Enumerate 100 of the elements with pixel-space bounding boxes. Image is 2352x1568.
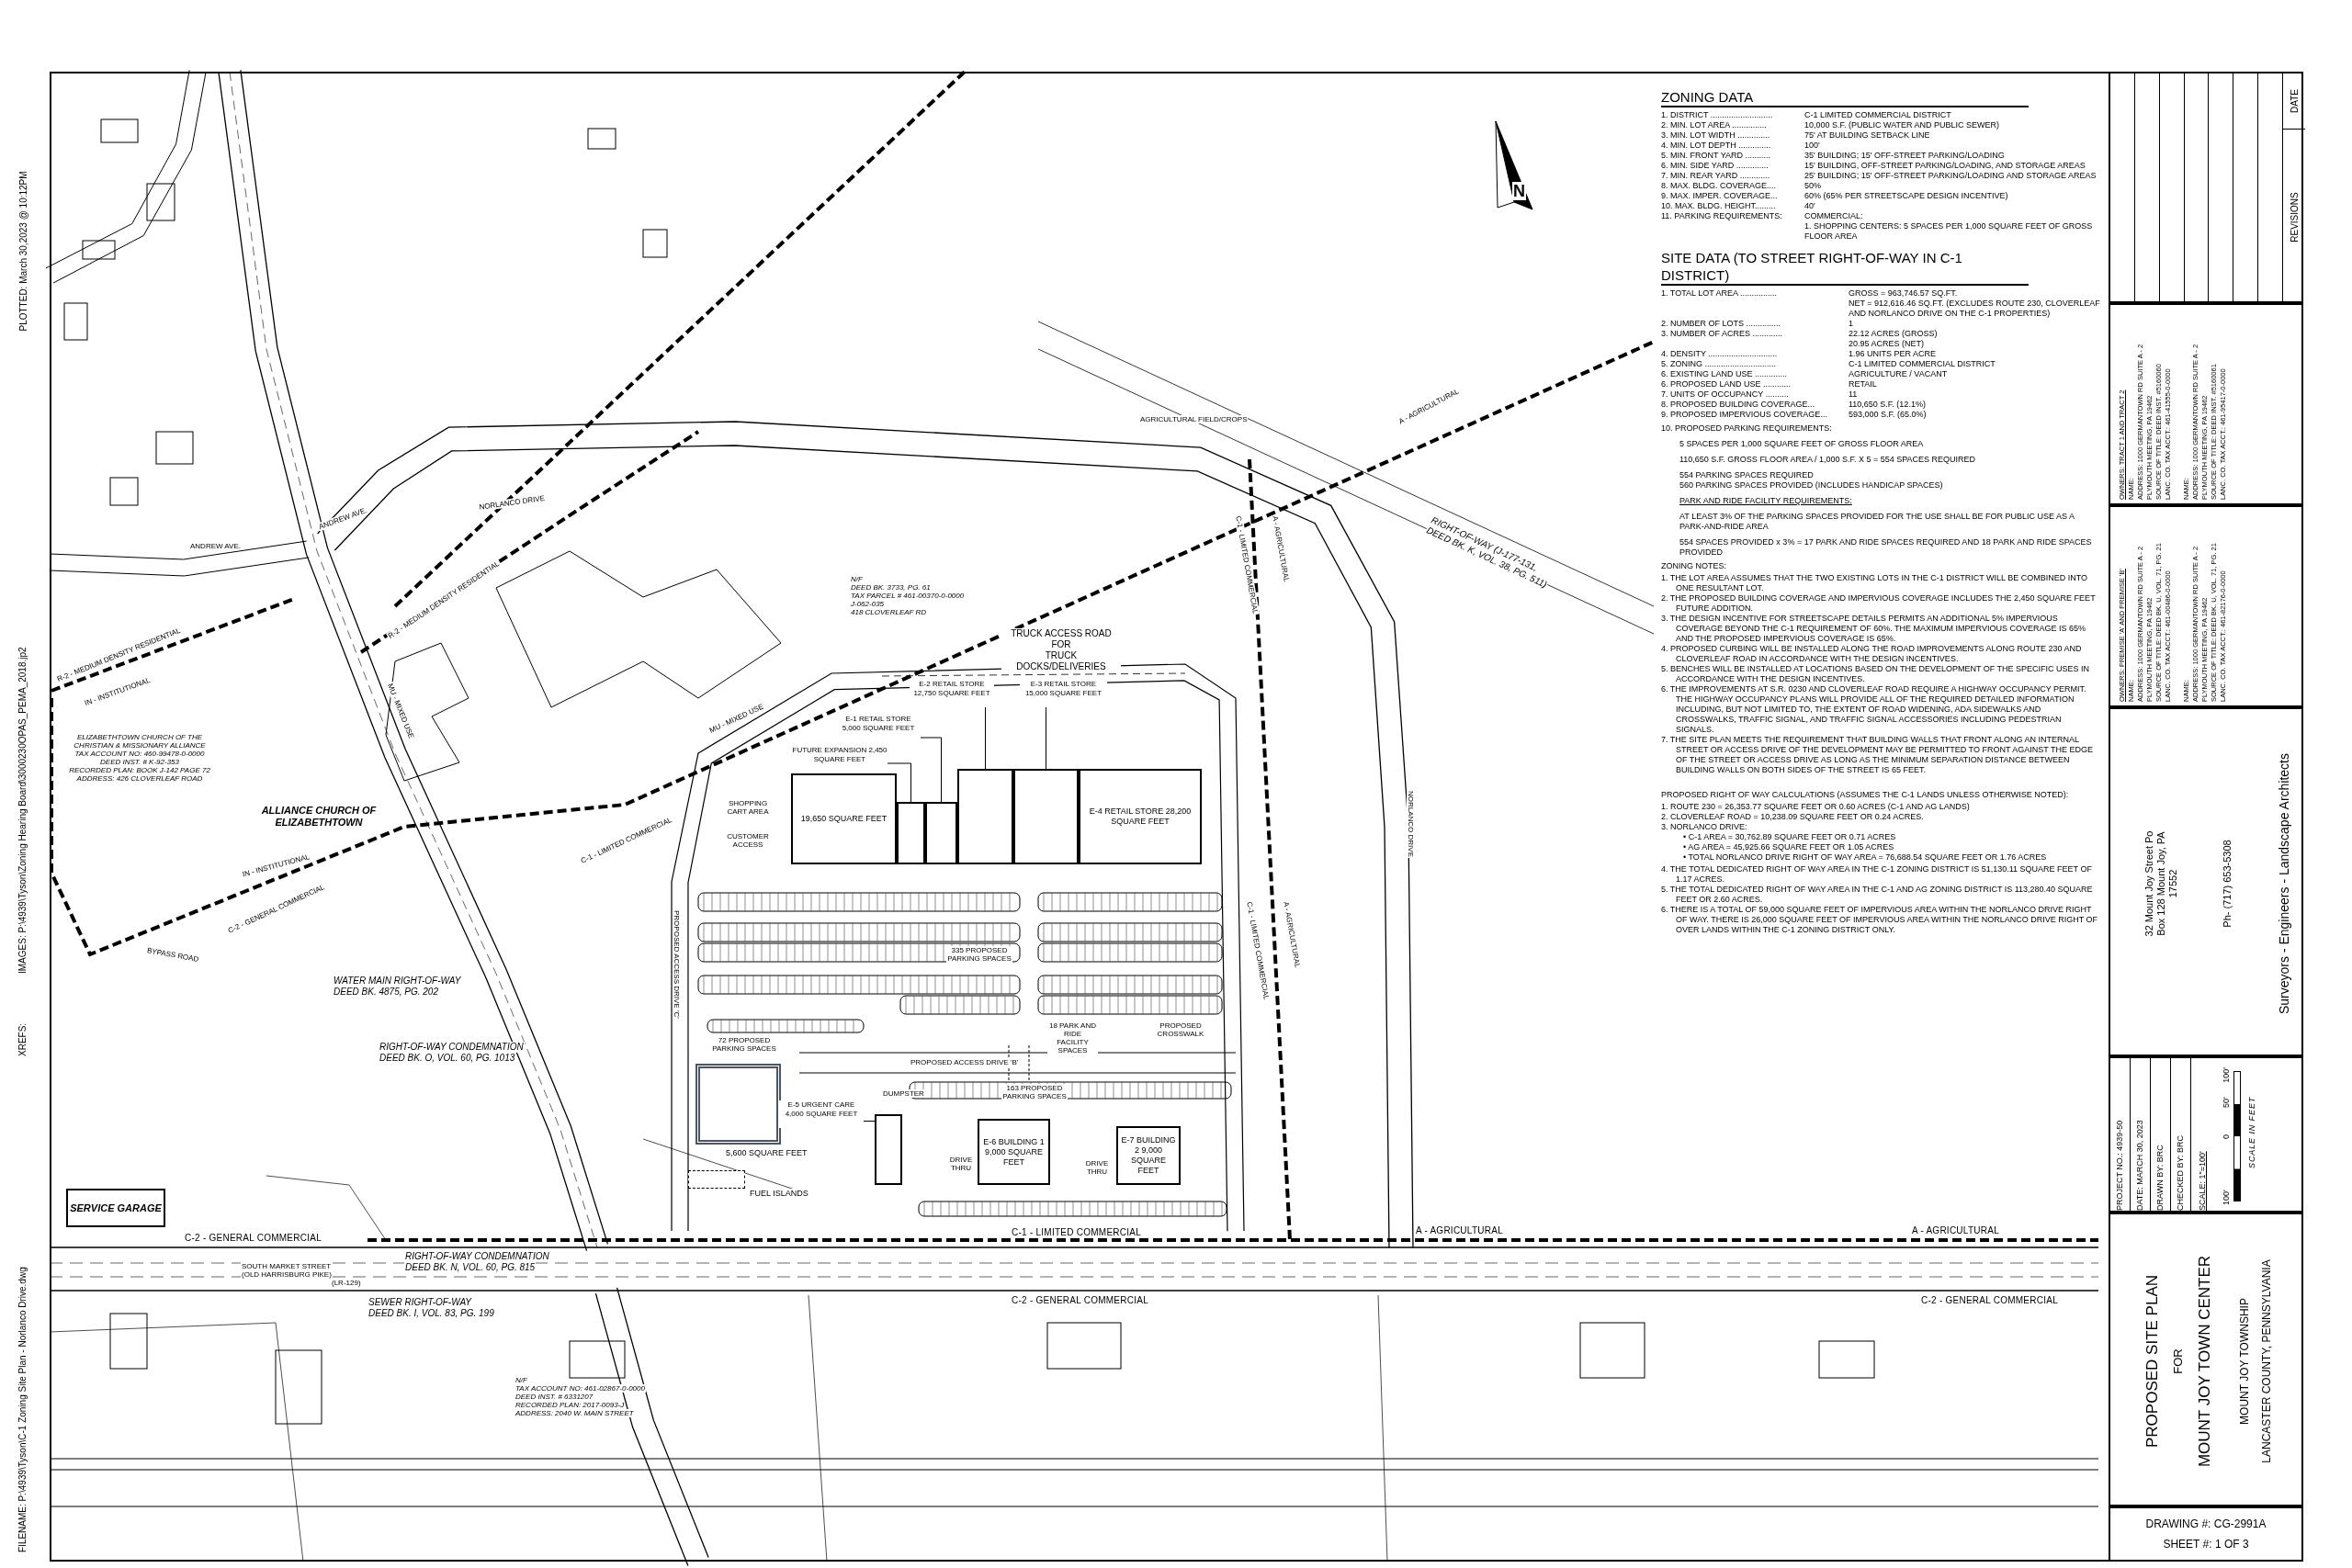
area-label: 5,600 SQUARE FEET [726,1148,808,1157]
project-info: SCALE: 1"=100' [2197,1151,2209,1211]
property-note: N/F [514,1376,528,1384]
project-info: CHECKED BY: BRC [2174,1134,2186,1211]
drawing-title: PROPOSED SITE PLAN [2142,1275,2162,1448]
data-field-label: 6. MIN. SIDE YARD .............. [1661,161,1770,171]
data-field-value: 35' BUILDING; 15' OFF-STREET PARKING/LOADING [1804,151,2006,161]
data-field-value: 1. SHOPPING CENTERS: 5 SPACES PER 1,000 SQUARE FEET OF GROSS FLOOR AREA [1804,221,2094,242]
scale-caption: SCALE IN FEET [2246,1096,2257,1168]
property-note: ADDRESS: 426 CLOVERLEAF ROAD [75,774,204,783]
file-info: PLOTTED: March 30,2023 @ 10:12PM [17,169,29,331]
zoning-district-label: C-2 - GENERAL COMMERCIAL [1011,1295,1149,1306]
north-label: N [1512,182,1526,200]
easement-note: DEED BK. 4875, PG. 202 [333,987,439,998]
leader-line [863,1121,876,1122]
building-footprint [957,769,1013,864]
note-text: • AG AREA = 45,925.66 SQUARE FEET OR 1.05 ACRES [1683,842,1895,852]
note-text: 5. BENCHES WILL BE INSTALLED AT LOCATIONS BASED ON THE DEVELOPMENT OF THE SPECIFIC USES IN ACCORDANCE WITH THE DESIGN INCENTIVES. [1661,664,2091,684]
easement-note: DEED BK. O, VOL. 60, PG. 1013 [379,1053,516,1064]
firm-phone: Ph- (717) 653-5308 [2220,840,2233,928]
note-text: 110,650 S.F. GROSS FLOOR AREA / 1,000 S.F. X 5 = 554 SPACES REQUIRED [1679,455,1977,465]
land-use-label: AGRICULTURAL FIELD/CROPS [1139,415,1249,423]
note-heading: 10. PROPOSED PARKING REQUIREMENTS: [1661,423,1833,434]
property-name: ALLIANCE CHURCH OF ELIZABETHTOWN [259,805,379,829]
plan-note: 18 PARK AND RIDE FACILITY SPACES [1047,1021,1098,1055]
note-text: 554 PARKING SPACES REQUIRED [1679,470,1815,480]
data-field-label: 6. EXISTING LAND USE .............. [1661,369,1789,379]
scale-tick-label: 0 [2221,1134,2232,1139]
note-text: AT LEAST 3% OF THE PARKING SPACES PROVIDED FOR THE USE SHALL BE FOR PUBLIC USE AS A PARK-AND-RIDE AREA [1679,512,2075,532]
leader-line [920,737,942,803]
data-field-value: 11 [1849,389,1859,400]
section-heading: ZONING DATA [1661,88,2029,107]
zoning-district-label: C-2 - GENERAL COMMERCIAL [184,1233,322,1244]
project-info: DATE: MARCH 30, 2023 [2133,1120,2145,1211]
easement-note: SEWER RIGHT-OF-WAY [368,1297,473,1308]
note-text: 1. ROUTE 230 = 26,353.77 SQUARE FEET OR 0.60 ACRES (C-1 AND AG LANDS) [1661,802,1971,812]
data-field-label: 3. MIN. LOT WIDTH .............. [1661,130,1771,141]
project-location: MOUNT JOY TOWNSHIP [2237,1298,2253,1425]
street-name: ANDREW AVE. [189,542,242,550]
building-footprint: E-6 BUILDING 1 9,000 SQUARE FEET [978,1119,1050,1185]
data-field-value: GROSS = 963,746.57 SQ.FT. [1849,288,1959,299]
note-text: 6. THE IMPROVEMENTS AT S.R. 0230 AND CLOVERLEAF ROAD REQUIRE A HIGHWAY OCCUPANCY PERMIT. THE HIGHWAY OCCUPANCY PLANS WILL PROVIDE ALL OF THE REQUIRED DETAILED INFORMATION INCLUDING, BUT NOT LIMITED TO, THE EXTENT OF ROAD WIDENING, ADA SIDEWALKS AND CROSSWALKS, TRAFFIC SIGNAL, AND TRAFFIC SIGNAL ACCESSORIES INCLUDING PEDESTRIAN SIGNALS. [1661,684,2087,735]
data-field-value: 110,650 S.F. (12.1%) [1849,400,1927,410]
road-label: TRUCK DOCKS/DELIVERIES [1001,650,1121,672]
data-field-label: 8. MAX. BLDG. COVERAGE.... [1661,181,1778,191]
plan-note: DUMPSTER [882,1089,925,1098]
note-text: 1. THE LOT AREA ASSUMES THAT THE TWO EXISTING LOTS IN THE C-1 DISTRICT WILL BE COMBINED INTO ONE RESULTANT LOT. [1661,573,2089,593]
note-text: 4. THE TOTAL DEDICATED RIGHT OF WAY AREA IN THE C-1 ZONING DISTRICT IS 51,130.11 SQUARE FEET OF 1.17 ACRES. [1661,864,2093,885]
data-field-label: 2. MIN. LOT AREA ............... [1661,120,1768,130]
easement-note: RIGHT-OF-WAY CONDEMNATION [379,1042,525,1053]
zoning-district-label: A - AGRICULTURAL [1415,1225,1504,1236]
data-field-label: 4. MIN. LOT DEPTH .............. [1661,141,1772,151]
section-heading: SITE DATA (TO STREET RIGHT-OF-WAY IN C-1 DISTRICT) [1661,249,2029,286]
sheet-number: SHEET #: 1 OF 3 [2163,1537,2249,1552]
data-field-label: 9. MAX. IMPER. COVERAGE... [1661,191,1779,201]
data-field-label: 8. PROPOSED BUILDING COVERAGE... [1661,400,1816,410]
scale-tick-label: 50' [2221,1097,2232,1108]
property-note: RECORDED PLAN: BOOK J-142 PAGE 72 [68,766,211,774]
note-text: 3. NORLANCO DRIVE: [1661,822,1748,832]
data-field-value: 75' AT BUILDING SETBACK LINE [1804,130,1931,141]
data-field-value: 20.95 ACRES (NET) [1849,339,1926,349]
zoning-district-label: A - AGRICULTURAL [1911,1225,2000,1236]
building-footprint [1013,769,1079,864]
table-header: DATE [2288,89,2301,113]
data-field-value: 25' BUILDING; 15' OFF-STREET PARKING/LOADING AND STORAGE AREAS [1804,171,2098,181]
data-field-value: 10,000 S.F. (PUBLIC WATER AND PUBLIC SEWER) [1804,120,2001,130]
data-field-label: 3. NUMBER OF ACRES ............. [1661,329,1784,339]
easement-note: DEED BK. I, VOL. 83, PG. 199 [368,1308,495,1319]
street-name: SOUTH MARKET STREET [241,1262,333,1270]
project-info: DRAWN BY: BRC [2154,1145,2165,1211]
drawing-title: FOR [2170,1348,2187,1374]
note-text: 6. THERE IS A TOTAL OF 59,000 SQUARE FEET OF IMPERVIOUS AREA WITHIN THE NORLANCO DRIVE RIGHT OF WAY. THERE IS 26,000 SQUARE FEET OF IMPERVIOUS AREA WITHIN THE NORLANCO DRIVE RIGHT OF OVER LANDS WITHIN THE C-1 ZONING DISTRICT ONLY. [1661,905,2099,935]
project-name: MOUNT JOY TOWN CENTER [2194,1255,2214,1468]
note-text: 2. CLOVERLEAF ROAD = 10,238.09 SQUARE FEET OR 0.24 ACRES. [1661,812,1925,822]
data-field-label: 1. DISTRICT ........................... [1661,110,1774,120]
property-note: DEED BK. 3733, PG. 61 [850,583,932,592]
building-footprint [875,1114,902,1185]
data-field-value: 100' [1804,141,1821,151]
note-text: 3. THE DESIGN INCENTIVE FOR STREETSCAPE DETAILS PERMITS AN ADDITIONAL 5% IMPERVIOUS COVERAGE BEYOND THE C-1 REQUIREMENT OF 60%. THE MAXIMUM IMPERVIOUS COVERAGE IS 65% AND THE PROPOSED IMPERVIOUS COVERAGE IS 65%. [1661,614,2086,644]
data-field-label: 7. UNITS OF OCCUPANCY .......... [1661,389,1790,400]
parking-count: 163 PROPOSED PARKING SPACES [1001,1084,1068,1100]
data-field-value: 15' BUILDING, OFF-STREET PARKING/LOADING, AND STORAGE AREAS [1804,161,2086,171]
property-note: J-062-035 [850,600,886,608]
data-field-label: 2. NUMBER OF LOTS ............... [1661,319,1782,329]
easement-note: DEED BK. N, VOL. 60, PG. 815 [404,1262,537,1273]
building-footprint: SERVICE GARAGE [66,1189,165,1227]
data-field-value: 593,000 S.F. (65.0%) [1849,410,1928,420]
note-text: 2. THE PROPOSED BUILDING COVERAGE AND IMPERVIOUS COVERAGE INCLUDES THE 2,450 SQUARE FEET FUTURE ADDITION. [1661,593,2097,614]
property-note: N/F [850,575,864,583]
street-name: NORLANCO DRIVE [478,493,547,512]
property-note: TAX ACCOUNT NO: 460-99478-0-0000 [74,750,206,758]
table-header: REVISIONS [2288,192,2301,243]
data-field-label: 7. MIN. REAR YARD ............. [1661,171,1771,181]
data-field-value: 22.12 ACRES (GROSS) [1849,329,1939,339]
building-footprint: E-7 BUILDING 2 9,000 SQUARE FEET [1116,1126,1181,1185]
file-info: XREFS: [17,1021,28,1056]
note-text: 5. THE TOTAL DEDICATED RIGHT OF WAY AREA IN THE C-1 AND AG ZONING DISTRICT IS 113,280.40 SQUARE FEET OR 2.60 ACRES. [1661,885,2094,905]
data-field-label: 9. PROPOSED IMPERVIOUS COVERAGE... [1661,410,1828,420]
zoning-district-label: C-1 - LIMITED COMMERCIAL [1011,1227,1142,1238]
data-field-value: C-1 LIMITED COMMERCIAL DISTRICT [1804,110,1952,120]
